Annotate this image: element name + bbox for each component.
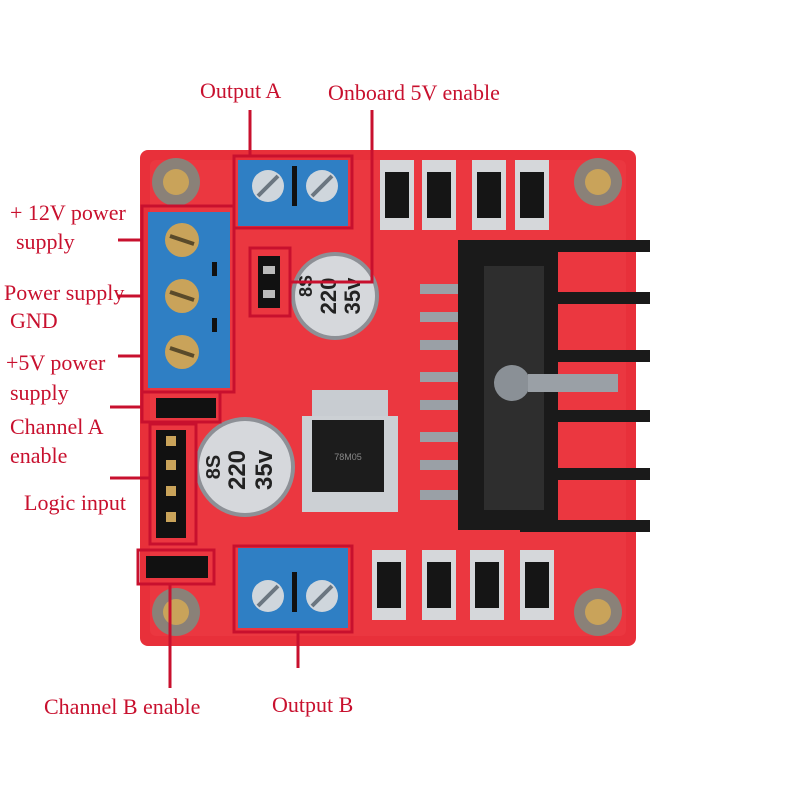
- label-logic-input: Logic input: [24, 490, 127, 515]
- label-onboard-5v-enable: Onboard 5V enable: [328, 80, 500, 105]
- leader-onboard-5v: [290, 110, 374, 284]
- highlight-output-a: [232, 154, 354, 230]
- label-gnd-line2: GND: [10, 308, 58, 333]
- terminal-output-b: [238, 548, 348, 628]
- label-12v-power-line2: supply: [16, 229, 75, 254]
- regulator-marking: 78M05: [334, 452, 362, 462]
- diode-row-top: [380, 160, 549, 230]
- label-output-a: Output A: [200, 78, 282, 103]
- mounting-screw-bottom-left: [152, 588, 200, 636]
- diode-row-bottom: [372, 550, 554, 620]
- label-output-b: Output B: [272, 692, 354, 717]
- label-5v-power-line2: supply: [10, 380, 69, 405]
- driver-chip-pins: [420, 284, 490, 500]
- jumper-channel-b: [146, 556, 208, 578]
- voltage-regulator: 78M05: [302, 390, 398, 512]
- label-5v-power-line1: +5V power: [6, 350, 106, 375]
- capacitor-bottom-line3: 35v: [251, 449, 278, 490]
- highlight-channel-b-jumper: [136, 548, 216, 586]
- terminal-power: [148, 212, 230, 388]
- label-gnd-line1: Power supply: [4, 280, 125, 305]
- terminal-output-a: [238, 160, 348, 226]
- capacitor-top: 8S 220 35v: [291, 252, 379, 340]
- jumper-onboard-5v: [258, 256, 280, 308]
- jumper-channel-a: [156, 398, 216, 418]
- heatsink: [458, 240, 650, 532]
- mounting-screw-bottom-right: [574, 588, 622, 636]
- highlight-output-b: [232, 544, 354, 634]
- mounting-screw-top-left: [152, 158, 200, 206]
- label-channel-a-line2: enable: [10, 443, 68, 468]
- capacitor-top-line1: 8S: [296, 275, 316, 297]
- capacitor-bottom: 8S 220 35v: [195, 417, 295, 517]
- capacitor-bottom-line1: 8S: [203, 455, 225, 479]
- logic-input-header: [156, 430, 186, 538]
- mounting-screw-top-right: [574, 158, 622, 206]
- label-channel-a-line1: Channel A: [10, 414, 104, 439]
- label-channel-b-enable: Channel B enable: [44, 694, 201, 719]
- label-12v-power-line1: + 12V power: [10, 200, 126, 225]
- capacitor-bottom-line2: 220: [224, 450, 251, 490]
- highlight-logic-header: [148, 422, 198, 546]
- capacitor-top-line2: 220: [316, 278, 341, 315]
